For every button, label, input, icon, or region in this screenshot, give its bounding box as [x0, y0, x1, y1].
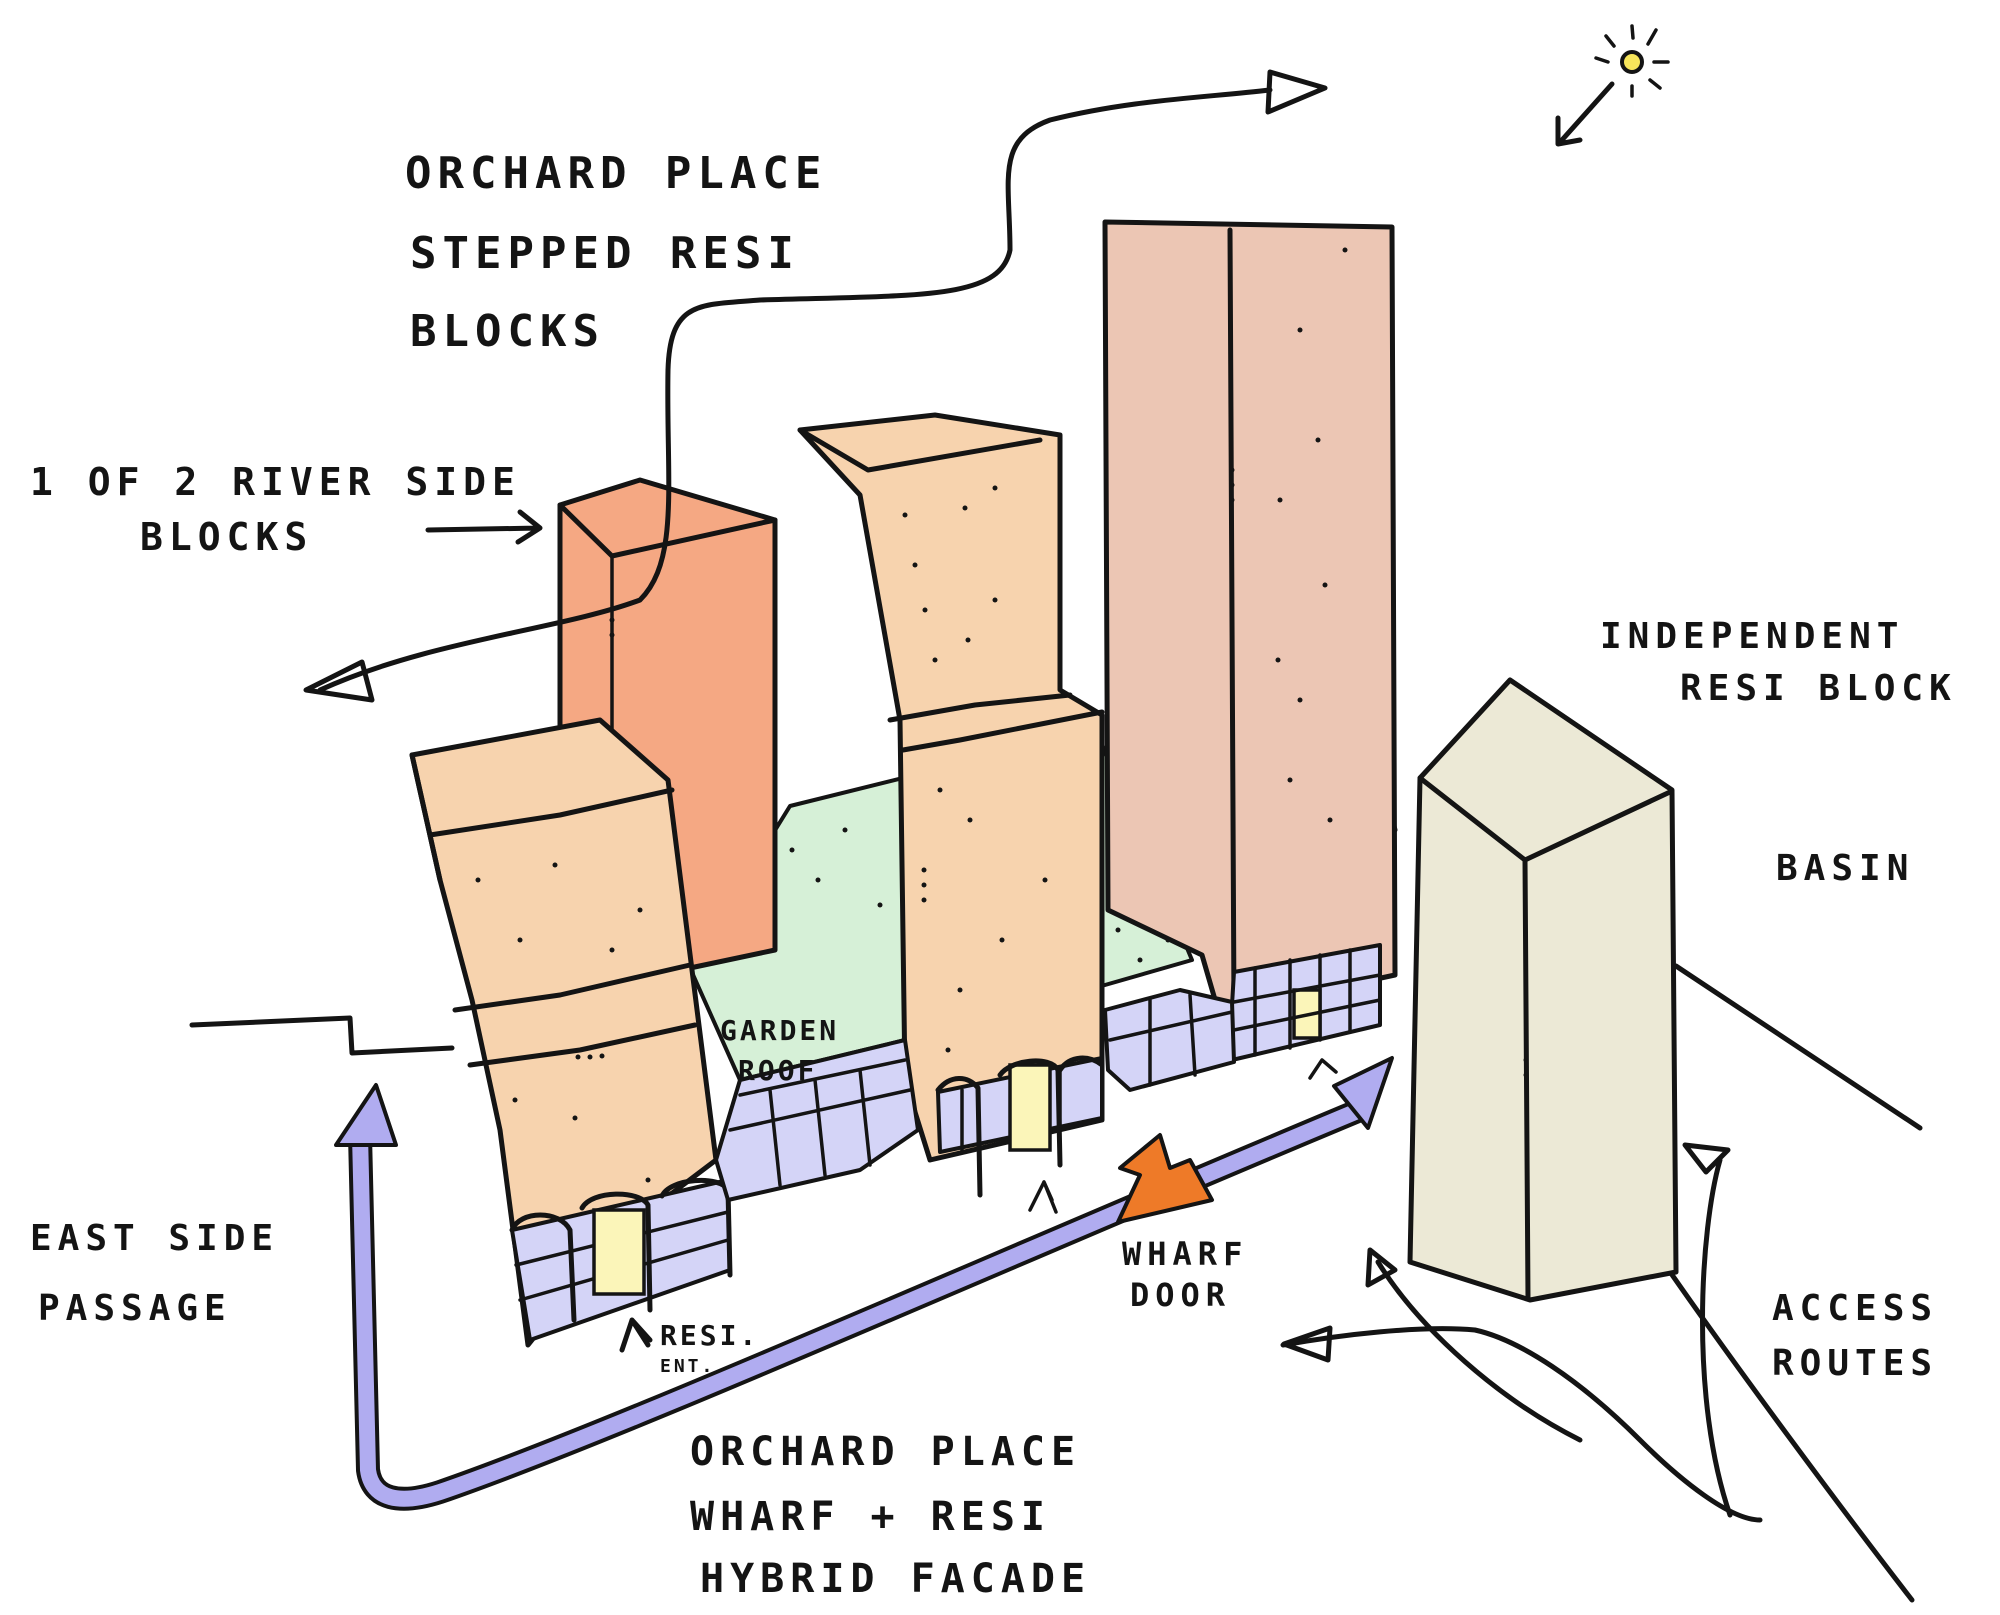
svg-text:DOOR: DOOR: [1130, 1276, 1231, 1314]
svg-text:GARDEN: GARDEN: [720, 1014, 839, 1047]
access-routes-lines: [1280, 1142, 1763, 1523]
svg-text:ROOF: ROOF: [738, 1054, 817, 1087]
svg-text:BLOCKS: BLOCKS: [140, 515, 313, 559]
label-basin: BASIN: [1776, 848, 1914, 889]
svg-text:RESI BLOCK: RESI BLOCK: [1680, 668, 1957, 709]
wharf-door-arrow: [1116, 1133, 1214, 1224]
svg-text:1 OF 2 RIVER SIDE: 1 OF 2 RIVER SIDE: [30, 460, 521, 504]
sun-icon: [1555, 24, 1670, 147]
glass-podium: [714, 988, 1236, 1202]
svg-text:ROUTES: ROUTES: [1772, 1343, 1938, 1384]
label-riverside-blocks: 1 OF 2 RIVER SIDE BLOCKS: [30, 460, 521, 559]
svg-text:WHARF: WHARF: [1122, 1235, 1248, 1273]
svg-text:RESI.: RESI.: [660, 1319, 759, 1352]
label-east-side-passage: EAST SIDE PASSAGE: [30, 1218, 279, 1329]
label-hybrid-facade: ORCHARD PLACE WHARF + RESI HYBRID FACADE: [690, 1429, 1091, 1602]
independent-block: [1407, 677, 1679, 1303]
tall-block-facade: [1230, 943, 1382, 1062]
svg-text:EAST SIDE: EAST SIDE: [30, 1218, 279, 1259]
svg-text:ACCESS: ACCESS: [1772, 1288, 1938, 1329]
middle-block-facade: [935, 1055, 1105, 1198]
svg-text:STEPPED RESI: STEPPED RESI: [410, 228, 800, 279]
svg-text:BLOCKS: BLOCKS: [410, 306, 605, 357]
tall-block: [1102, 219, 1398, 1013]
label-wharf-door: WHARF DOOR: [1122, 1235, 1248, 1314]
svg-text:ORCHARD PLACE: ORCHARD PLACE: [405, 148, 827, 199]
svg-text:HYBRID FACADE: HYBRID FACADE: [700, 1556, 1091, 1602]
svg-text:PASSAGE: PASSAGE: [38, 1288, 232, 1329]
label-resi-entrance: RESI. ENT.: [660, 1319, 759, 1377]
entrance-arrows: [619, 1058, 1338, 1353]
svg-text:INDEPENDENT: INDEPENDENT: [1600, 616, 1904, 657]
route-arrow-upper: [303, 69, 1328, 703]
svg-text:ORCHARD PLACE: ORCHARD PLACE: [690, 1429, 1081, 1475]
stepped-block-facade: [509, 1177, 733, 1342]
label-independent-block: INDEPENDENT RESI BLOCK: [1600, 616, 1957, 709]
label-garden-roof: GARDEN ROOF: [720, 1014, 839, 1087]
svg-text:ENT.: ENT.: [660, 1356, 715, 1377]
label-access-routes: ACCESS ROUTES: [1772, 1288, 1938, 1384]
svg-text:WHARF + RESI: WHARF + RESI: [690, 1494, 1051, 1540]
label-orchard-place-stepped: ORCHARD PLACE STEPPED RESI BLOCKS: [405, 148, 827, 357]
stepped-block: [409, 717, 719, 1348]
riverside-pointer: [425, 509, 543, 545]
